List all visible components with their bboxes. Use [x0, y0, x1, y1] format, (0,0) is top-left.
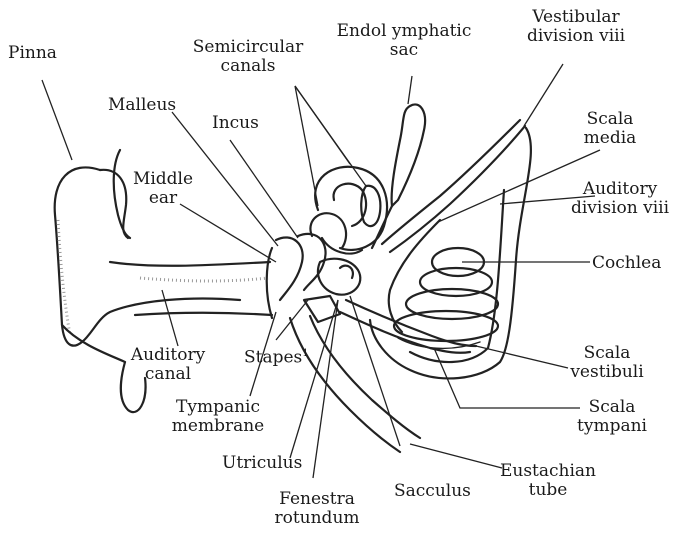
label-scala-tympani: Scala tympani [572, 398, 652, 436]
label-stapes-text: Stapes [244, 348, 302, 368]
label-stapes: Stapes1 [244, 344, 309, 368]
label-vestibular-division-line1: Vestibular [506, 8, 646, 27]
semicircular-canal-ring [361, 186, 380, 226]
label-vestibular-division-line2: division viii [506, 27, 646, 46]
endolymphatic-sac-shape [392, 104, 425, 206]
label-fenestra-rotundum-line1: Fenestra [262, 490, 372, 509]
label-sacculus: Sacculus [394, 482, 471, 501]
label-semicircular-canals: Semicircular canals [178, 38, 318, 76]
label-middle-ear: Middle ear [118, 170, 208, 208]
cochlea-coil-3 [406, 289, 498, 319]
label-incus: Incus [212, 114, 259, 133]
label-tympanic-membrane-line1: Tympanic [158, 398, 278, 417]
label-endolymphatic-sac: Endol ymphatic sac [306, 22, 502, 60]
label-endolymphatic-sac-line1: Endol ymphatic [306, 22, 502, 41]
eustachian-tube-shape [290, 318, 400, 452]
label-auditory-division-line2: division viii [558, 199, 682, 218]
label-eustachian-tube-line1: Eustachian [492, 462, 604, 481]
label-malleus: Malleus [108, 96, 176, 115]
label-fenestra-rotundum: Fenestra rotundum [262, 490, 372, 528]
label-cochlea: Cochlea [592, 254, 661, 273]
auditory-canal-lower [135, 313, 272, 315]
label-endolymphatic-sac-line2: sac [306, 41, 502, 60]
label-auditory-canal-line2: canal [120, 365, 216, 384]
label-tympanic-membrane: Tympanic membrane [158, 398, 278, 436]
cochlea-coil-4 [394, 311, 498, 341]
label-middle-ear-line1: Middle [118, 170, 208, 189]
label-auditory-canal: Auditory canal [120, 346, 216, 384]
label-scala-media-line1: Scala [570, 110, 650, 129]
label-scala-media-line2: media [570, 129, 650, 148]
auditory-canal-upper [110, 262, 270, 266]
label-pinna: Pinna [8, 44, 57, 63]
label-scala-tympani-line2: tympani [572, 417, 652, 436]
label-stapes-mark: 1 [302, 348, 308, 359]
label-scala-vestibuli-line1: Scala [562, 344, 652, 363]
label-eustachian-tube-line2: tube [492, 481, 604, 500]
label-scala-vestibuli-line2: vestibuli [562, 363, 652, 382]
label-fenestra-rotundum-line2: rotundum [262, 509, 372, 528]
label-auditory-division-line1: Auditory [558, 180, 682, 199]
label-auditory-canal-line1: Auditory [120, 346, 216, 365]
label-scala-tympani-line1: Scala [572, 398, 652, 417]
malleus-shape [276, 237, 303, 300]
label-middle-ear-line2: ear [118, 189, 208, 208]
label-eustachian-tube: Eustachian tube [492, 462, 604, 500]
label-semicircular-canals-line2: canals [178, 57, 318, 76]
label-utriculus: Utriculus [222, 454, 302, 473]
label-scala-media: Scala media [570, 110, 650, 148]
label-tympanic-membrane-line2: membrane [158, 417, 278, 436]
vestibular-nerve [382, 120, 520, 244]
label-vestibular-division: Vestibular division viii [506, 8, 646, 46]
label-scala-vestibuli: Scala vestibuli [562, 344, 652, 382]
label-auditory-division: Auditory division viii [558, 180, 682, 218]
label-semicircular-canals-line1: Semicircular [178, 38, 318, 57]
